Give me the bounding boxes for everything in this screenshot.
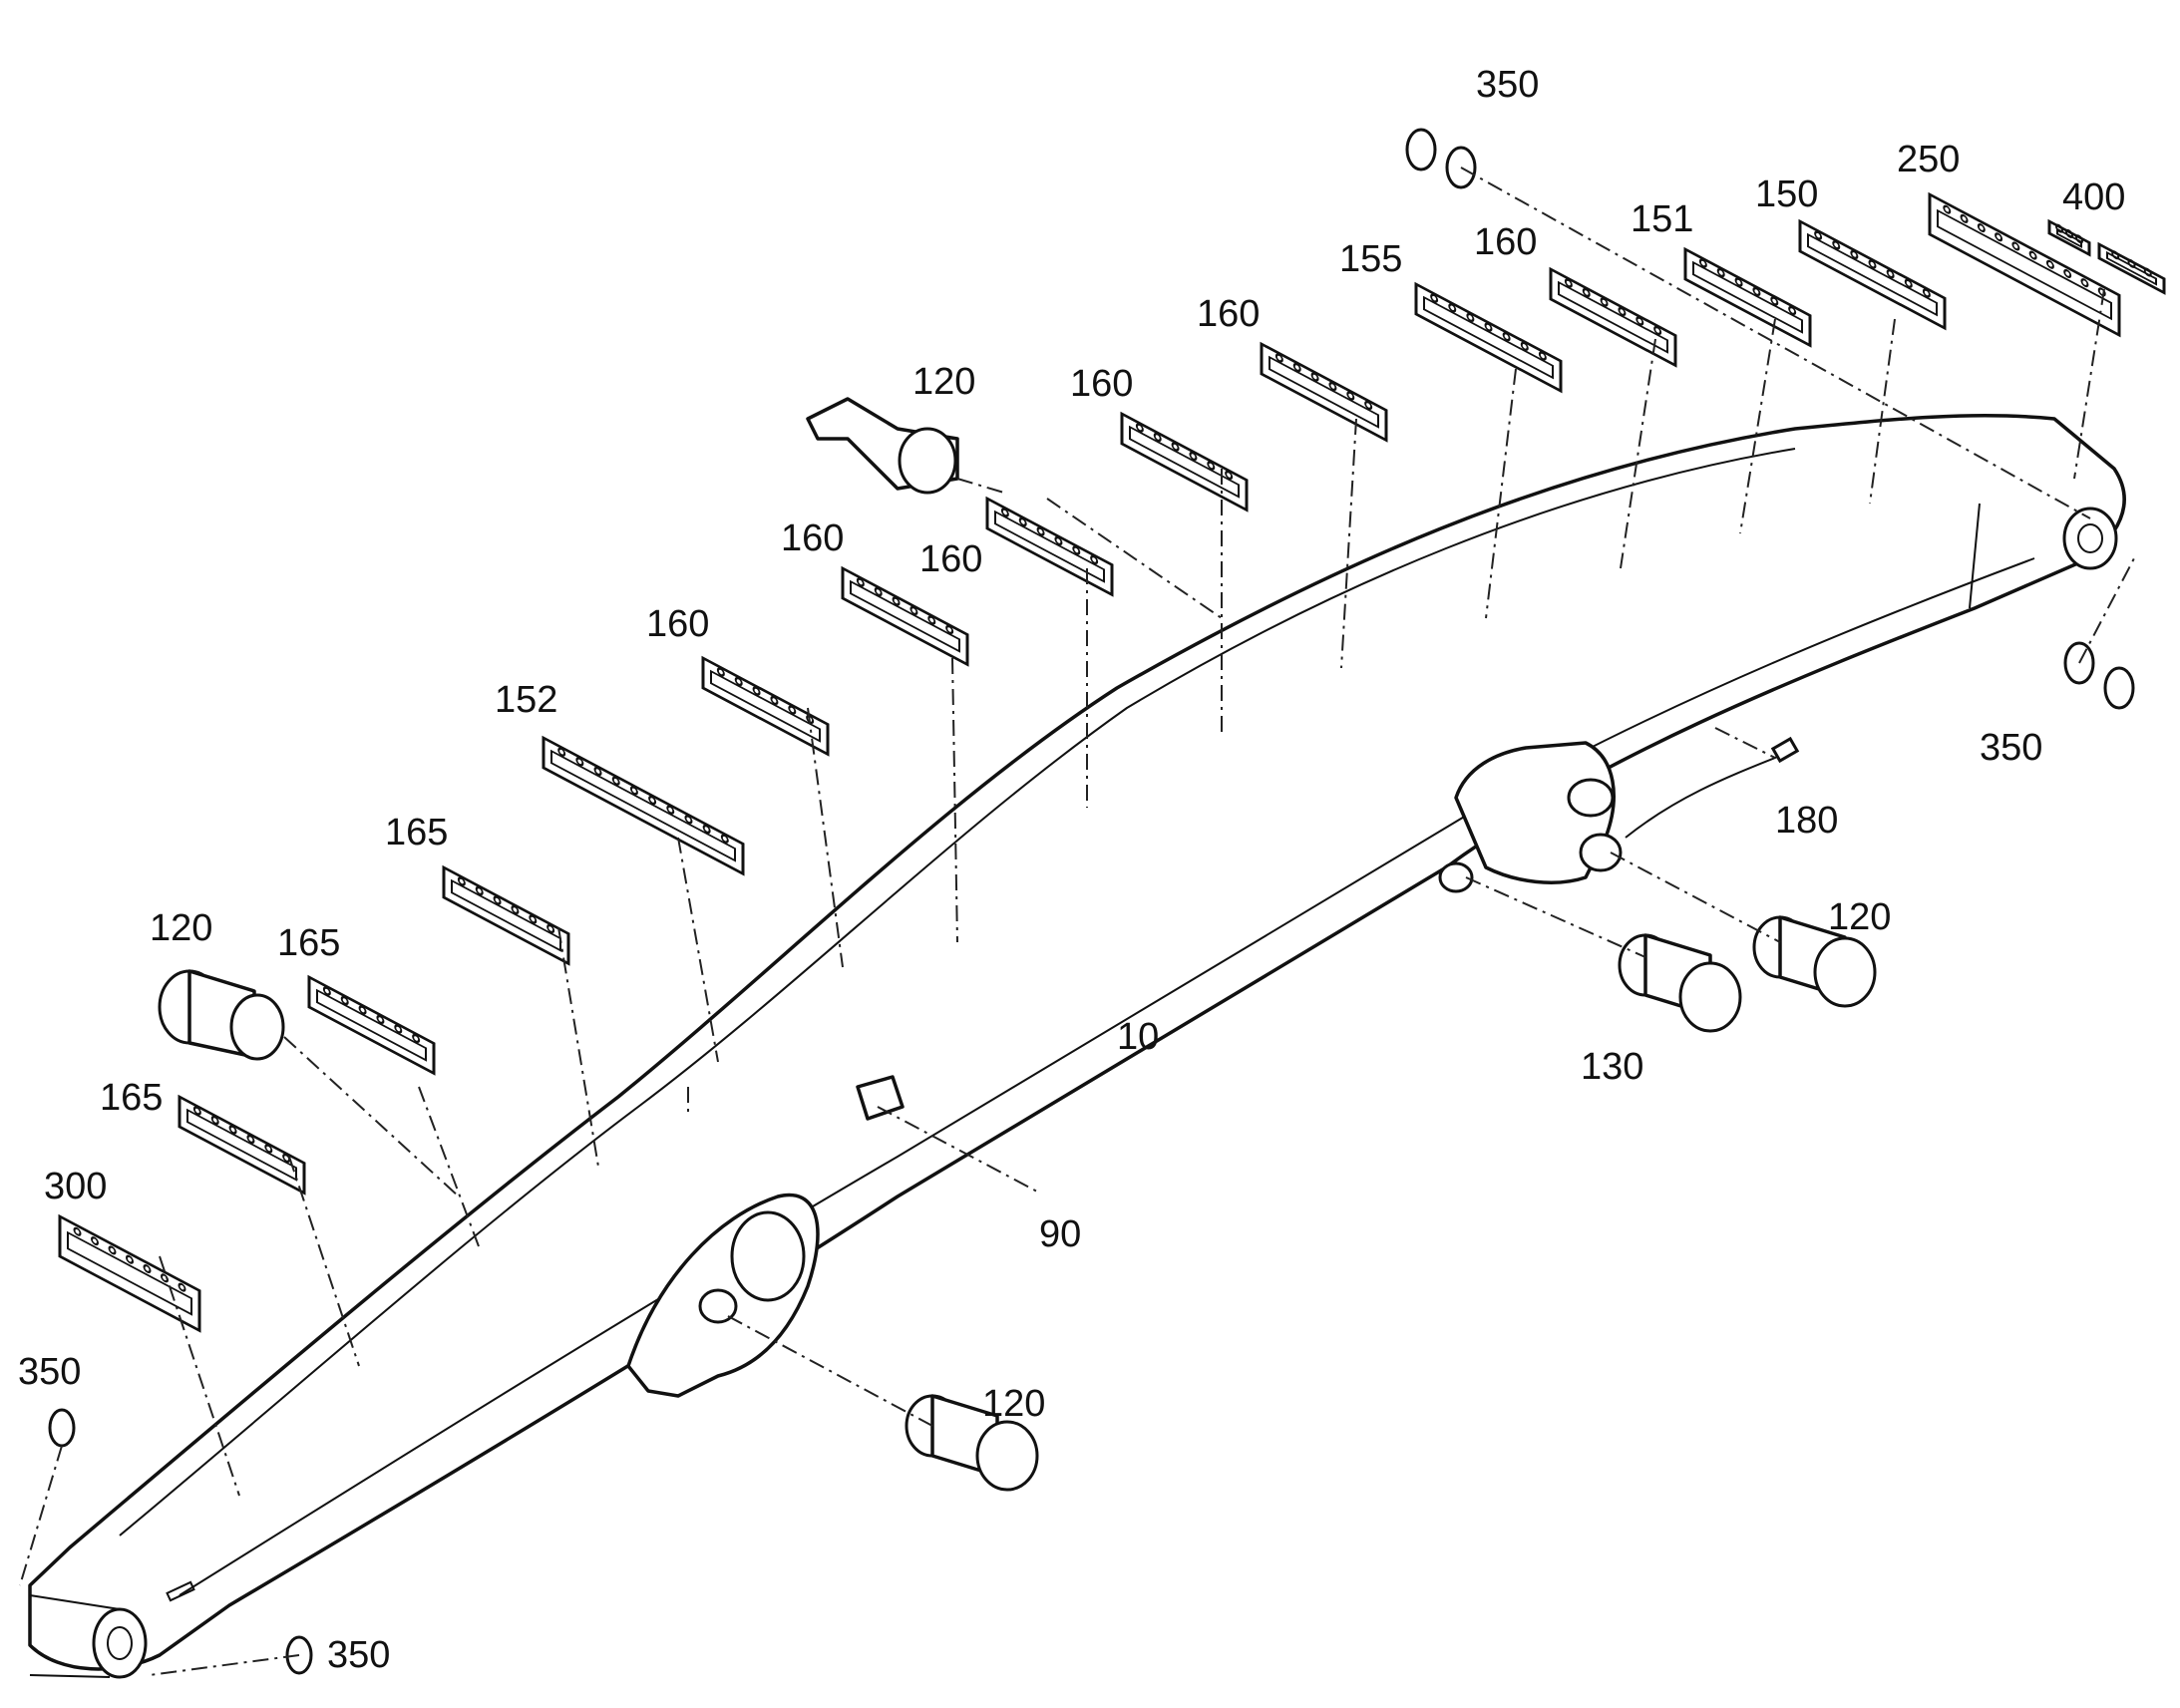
- label-120-right: 120: [1828, 896, 1891, 938]
- label-160-d: 160: [781, 517, 844, 559]
- tray-165-b: [307, 974, 436, 1076]
- pin-120-left: [158, 969, 285, 1061]
- tray-165-c: [178, 1094, 306, 1196]
- hose-180: [1625, 736, 1800, 839]
- label-130: 130: [1581, 1046, 1643, 1088]
- tray-160-a: [1549, 266, 1677, 368]
- tray-400b: [2097, 241, 2166, 295]
- label-150: 150: [1755, 173, 1818, 215]
- label-350-top: 350: [1476, 64, 1539, 106]
- label-250: 250: [1897, 139, 1960, 180]
- tray-160-e: [841, 565, 969, 667]
- label-120-bottom: 120: [982, 1383, 1045, 1425]
- label-300: 300: [44, 1166, 107, 1207]
- washer-350-left: [48, 1408, 76, 1448]
- label-165-c: 165: [100, 1077, 163, 1119]
- tray-160-f: [701, 655, 830, 757]
- washer-350-top: [1405, 128, 1477, 189]
- tray-400a: [2047, 218, 2091, 257]
- tray-152: [542, 735, 745, 876]
- label-350-right: 350: [1980, 727, 2042, 769]
- tray-160-d: [985, 496, 1114, 597]
- label-10: 10: [1117, 1016, 1159, 1058]
- tray-151: [1683, 246, 1812, 348]
- label-160-b: 160: [1197, 293, 1260, 335]
- leader-lines: [19, 167, 2135, 1676]
- tray-150: [1798, 218, 1947, 331]
- label-90: 90: [1039, 1213, 1081, 1255]
- label-165-b: 165: [277, 922, 340, 964]
- tray-160-b: [1260, 341, 1388, 443]
- washer-350-right: [2063, 641, 2135, 710]
- boom-body: [28, 413, 2126, 1679]
- label-152: 152: [495, 679, 557, 721]
- label-120-top: 120: [912, 361, 975, 403]
- tray-165-a: [442, 864, 570, 966]
- label-400: 400: [2062, 176, 2125, 218]
- bushing-130: [1618, 933, 1742, 1033]
- tray-160-c: [1120, 411, 1249, 512]
- label-151: 151: [1631, 198, 1693, 240]
- pin-120-right: [1752, 915, 1877, 1008]
- label-160-e: 160: [919, 538, 982, 580]
- tray-300: [58, 1213, 201, 1333]
- label-160-c: 160: [1070, 363, 1133, 405]
- cable-trays: [58, 191, 2166, 1333]
- label-350-bottom: 350: [327, 1634, 390, 1676]
- label-165-a: 165: [385, 812, 448, 854]
- tray-250: [1928, 191, 2121, 338]
- callout-labels: 10 90 120 120 120 120 130 150 151 152 15…: [18, 64, 2125, 1676]
- tray-155: [1414, 281, 1563, 394]
- label-350-left: 350: [18, 1351, 81, 1393]
- label-120-left: 120: [150, 907, 212, 949]
- pin-120-top: [806, 397, 959, 495]
- label-160-f: 160: [646, 603, 709, 645]
- label-180: 180: [1775, 800, 1838, 842]
- label-160-a: 160: [1474, 221, 1537, 263]
- bracket-90: [856, 1075, 905, 1121]
- label-155: 155: [1339, 238, 1402, 280]
